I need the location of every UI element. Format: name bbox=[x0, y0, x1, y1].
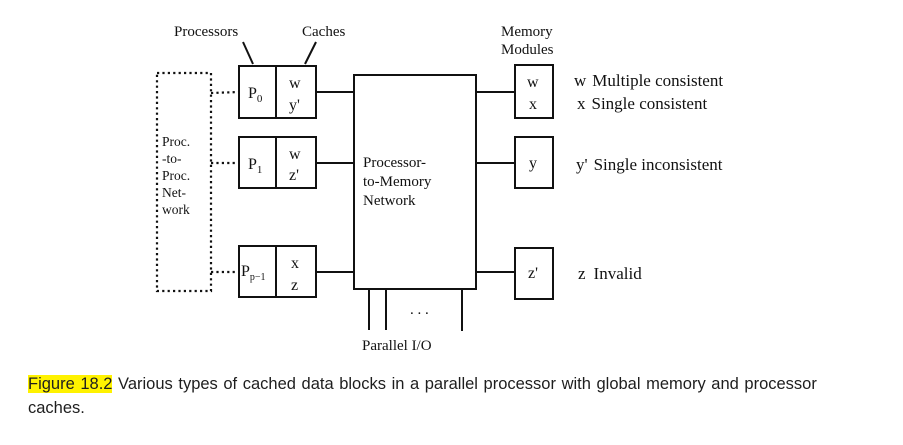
p2p-link-p0 bbox=[210, 90, 240, 95]
p2p-label-3: Proc. bbox=[162, 168, 190, 183]
cache-line-2: z bbox=[291, 277, 298, 294]
p2p-label-1: Proc. bbox=[162, 134, 190, 149]
memory-content-1: y bbox=[529, 155, 537, 172]
network-box bbox=[353, 74, 477, 290]
processor-label: P0 bbox=[248, 85, 263, 105]
figure-caption-text: Various types of cached data blocks in a… bbox=[28, 375, 817, 417]
memory-modules-label-2: Modules bbox=[501, 42, 554, 58]
legend-item-single-inconsistent: y'Single inconsistent bbox=[576, 155, 723, 174]
p2p-label-2: -to- bbox=[162, 151, 182, 166]
caches-pointer bbox=[304, 41, 317, 65]
processor-node-0: P0 w y' bbox=[238, 65, 354, 119]
cache-line-2: y' bbox=[289, 97, 300, 114]
network-label-1: Processor- bbox=[363, 155, 426, 171]
memory-box bbox=[514, 136, 554, 189]
memory-content-2: x bbox=[529, 96, 537, 113]
cache-line-1: w bbox=[289, 75, 301, 92]
processors-pointer bbox=[242, 41, 254, 65]
cache-coherence-diagram: Processors Caches Proc. -to- Proc. Net- … bbox=[155, 24, 723, 350]
memory-content-1: w bbox=[527, 74, 539, 91]
cache-line-1: x bbox=[291, 255, 299, 272]
p2p-label-5: work bbox=[162, 202, 190, 217]
proc-to-proc-network: Proc. -to- Proc. Net- work bbox=[155, 71, 240, 293]
figure-caption: Figure 18.2 Various types of cached data… bbox=[28, 372, 878, 420]
memory-module-1: y bbox=[476, 136, 554, 189]
io-ellipsis: . . . bbox=[410, 302, 429, 318]
processor-box bbox=[238, 136, 317, 189]
processors-label: Processors bbox=[174, 24, 238, 40]
memory-content-1: z' bbox=[528, 265, 538, 282]
figure-label: Figure 18.2 bbox=[28, 375, 113, 393]
caches-label: Caches bbox=[302, 24, 345, 40]
memory-box bbox=[514, 64, 554, 119]
processor-label: Pp−1 bbox=[241, 263, 266, 283]
parallel-io: . . . Parallel I/O bbox=[362, 289, 463, 350]
parallel-io-label: Parallel I/O bbox=[362, 338, 432, 350]
processor-node-last: Pp−1 x z bbox=[238, 245, 354, 298]
processor-box bbox=[238, 245, 317, 298]
network-label-2: to-Memory bbox=[363, 174, 432, 190]
network-label-3: Network bbox=[363, 193, 416, 209]
memory-module-0: w x bbox=[476, 64, 554, 119]
cache-line-1: w bbox=[289, 146, 301, 163]
cache-line-2: z' bbox=[289, 167, 299, 184]
proc-to-proc-network-box bbox=[155, 71, 213, 293]
memory-module-2: z' bbox=[476, 247, 554, 300]
memory-box bbox=[514, 247, 554, 300]
processor-to-memory-network: Processor- to-Memory Network bbox=[353, 74, 477, 290]
memory-modules-label-1: Memory bbox=[501, 24, 553, 40]
processor-label: P1 bbox=[248, 156, 262, 176]
processor-node-1: P1 w z' bbox=[238, 136, 354, 189]
p2p-label-4: Net- bbox=[162, 185, 186, 200]
